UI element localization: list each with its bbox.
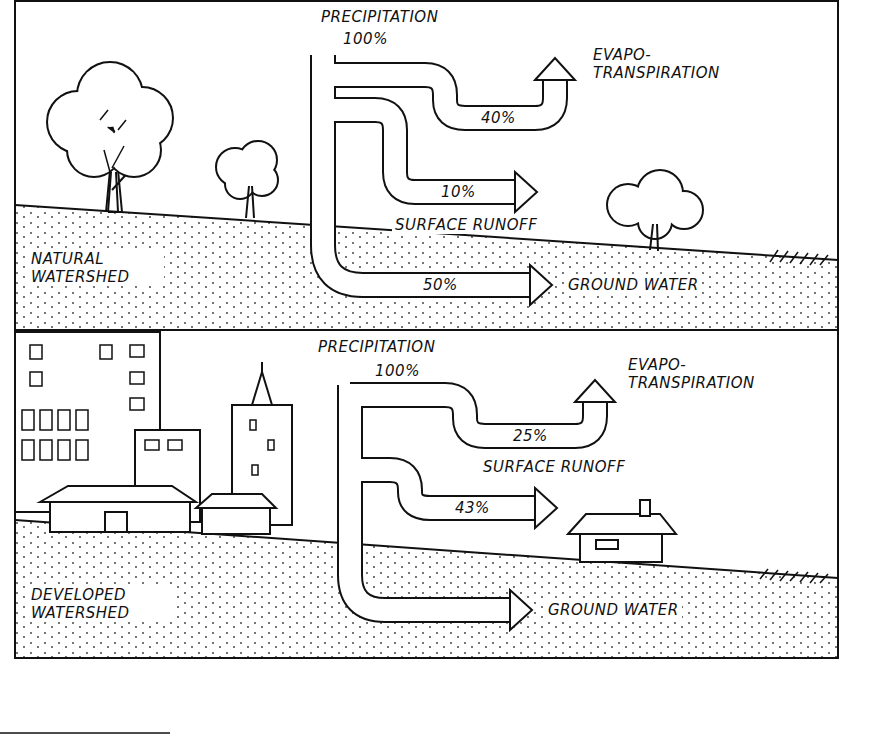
flow-label: SURFACE RUNOFF	[392, 216, 540, 234]
windows	[22, 345, 274, 475]
flow-label: GROUND WATER	[565, 276, 702, 294]
flow-band	[323, 55, 595, 610]
ground	[15, 520, 838, 657]
flow-band	[323, 55, 595, 610]
panel-frame	[15, 1, 838, 330]
flow-label: EVAPO- TRANSPIRATION	[590, 46, 746, 82]
hatching	[760, 250, 828, 583]
arrowhead	[510, 58, 615, 630]
percent-label: 50%	[420, 276, 461, 294]
tree	[608, 171, 702, 251]
footnote-rule	[0, 732, 170, 734]
tree	[48, 63, 172, 212]
flow-label: PRECIPITATION	[318, 8, 441, 26]
panel-frame	[15, 330, 838, 658]
percent-label: 40%	[478, 109, 519, 127]
flow-label: SURFACE RUNOFF	[480, 458, 628, 476]
percent-label: 10%	[438, 183, 479, 201]
panel-label: NATURAL WATERSHED	[28, 250, 164, 286]
percent-label: 43%	[452, 499, 493, 517]
flow-label: GROUND WATER	[545, 601, 682, 619]
tree	[217, 142, 277, 218]
ground	[15, 205, 838, 329]
flow-label: PRECIPITATION	[315, 338, 438, 356]
percent-label: 100%	[340, 30, 391, 48]
percent-label: 100%	[372, 362, 423, 380]
panel-label: DEVELOPED WATERSHED	[28, 586, 174, 622]
flow-label: EVAPO- TRANSPIRATION	[625, 356, 781, 392]
percent-label: 25%	[510, 427, 551, 445]
